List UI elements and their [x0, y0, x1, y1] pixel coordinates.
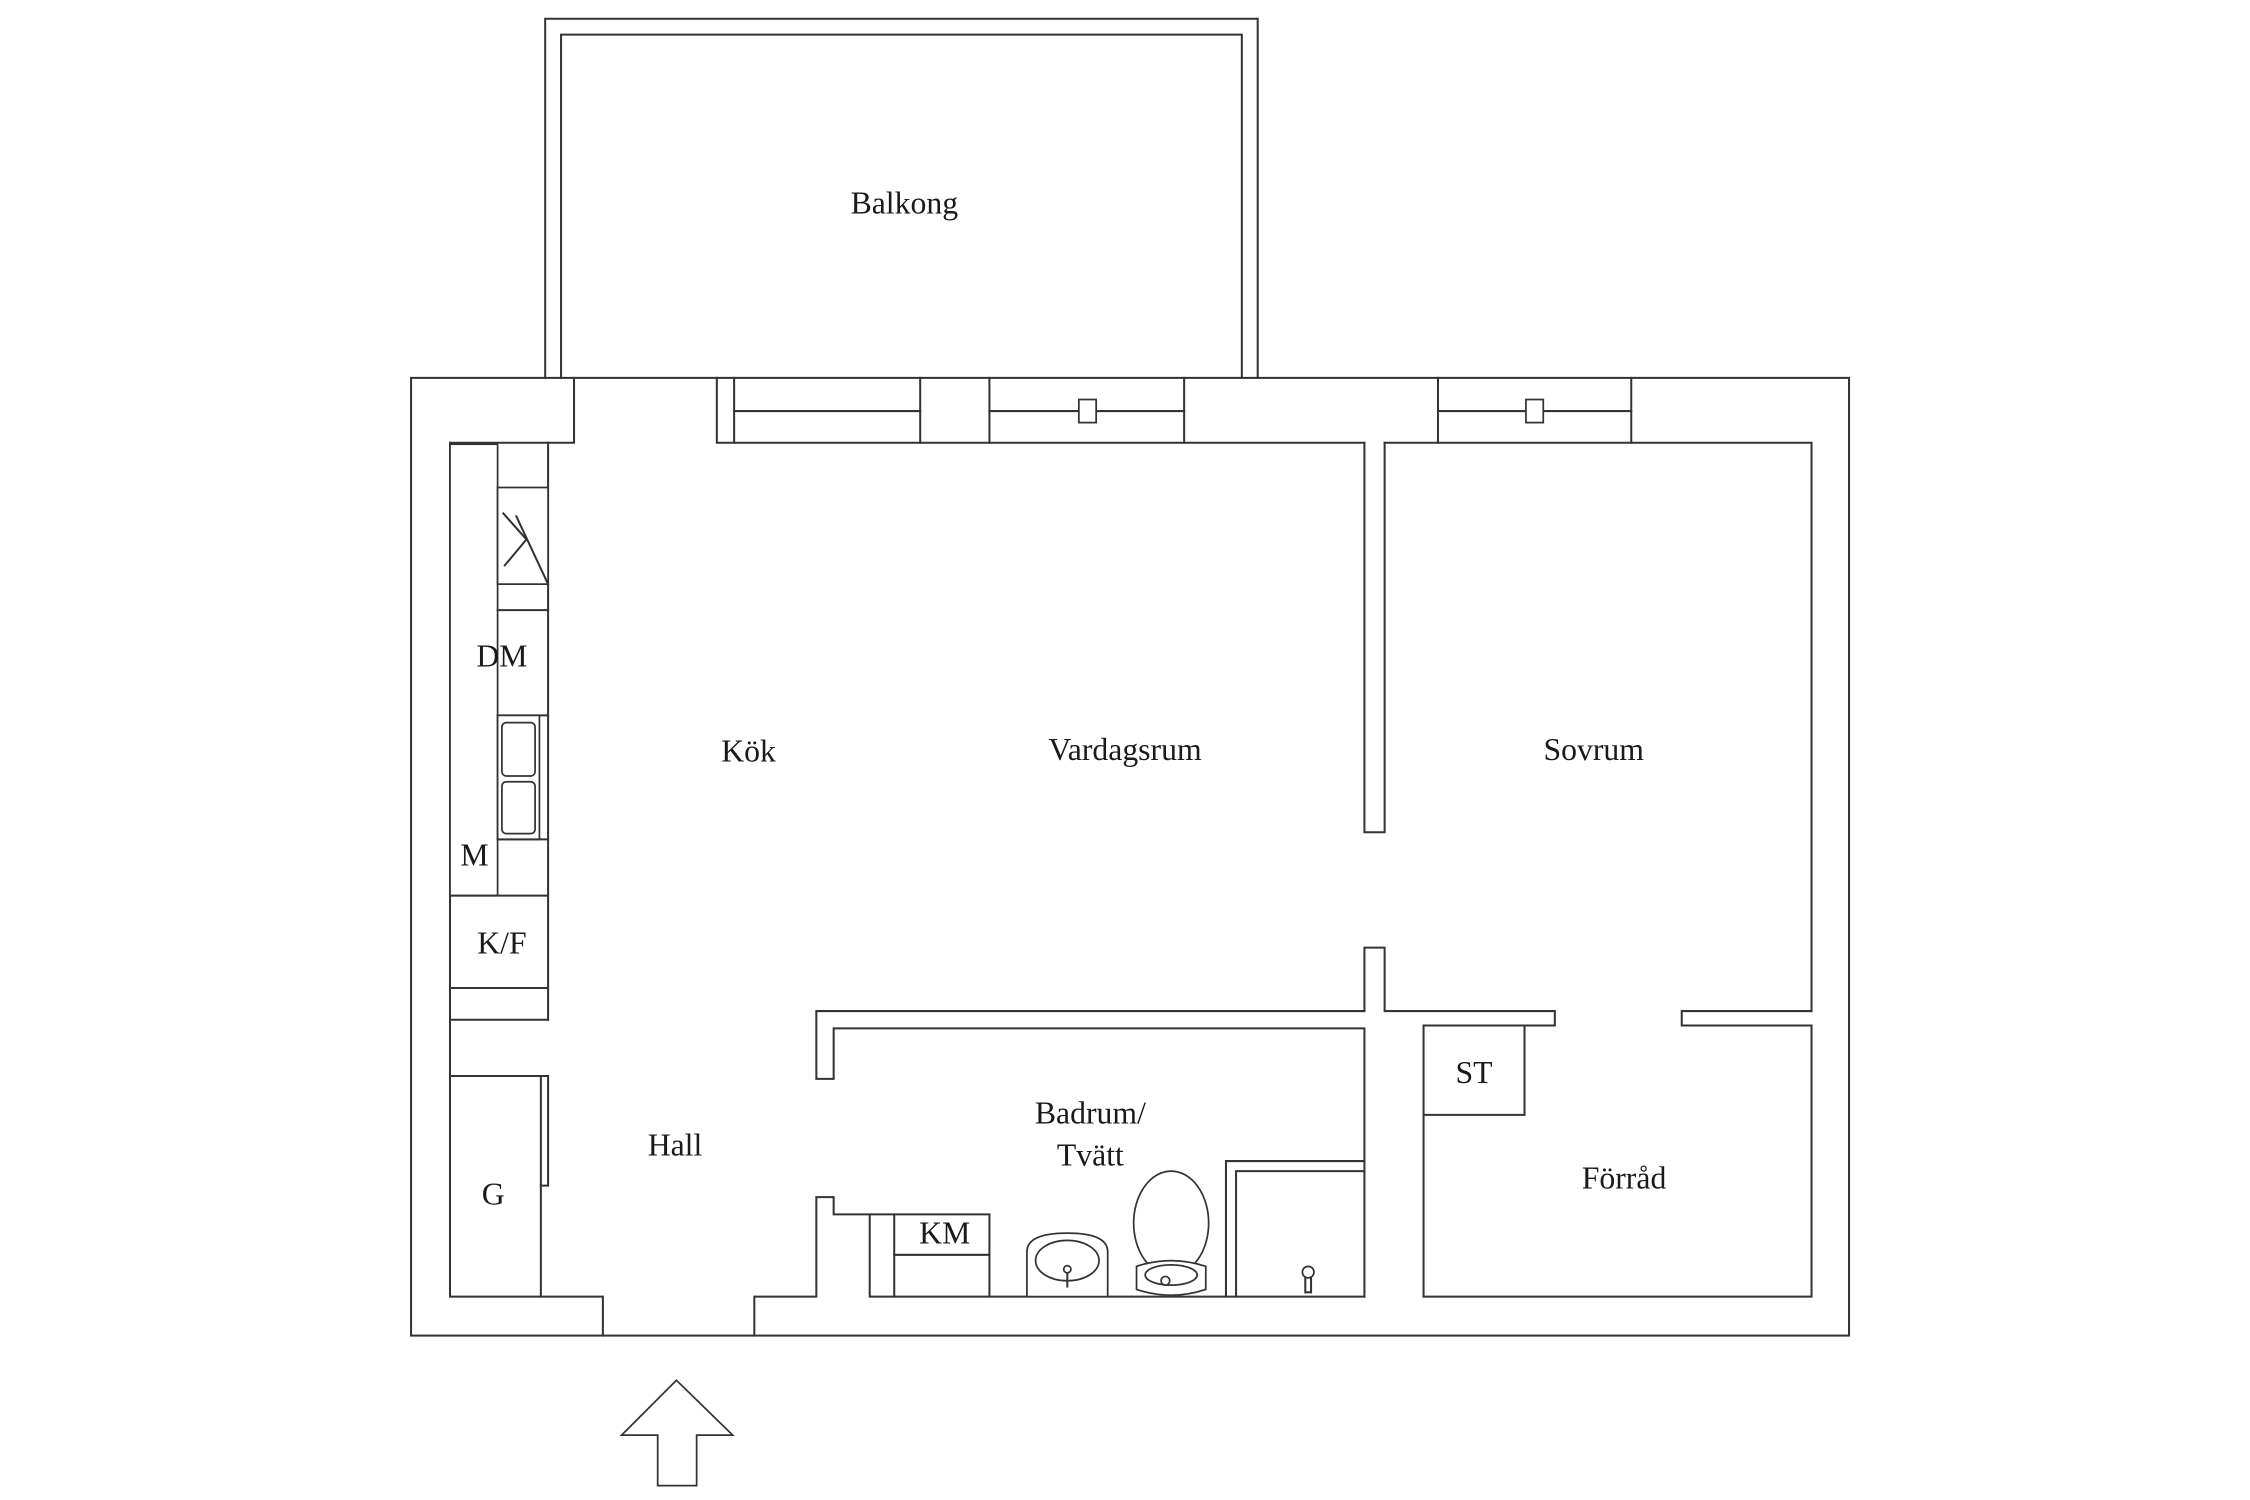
kitchen-counter	[449, 443, 499, 897]
wall-segment	[1630, 441, 1813, 1013]
top-left-wall-inner	[448, 376, 576, 444]
window-bedroom	[1436, 376, 1633, 444]
room-label-balkong: Balkong	[851, 186, 959, 221]
window-living-room	[988, 376, 1186, 444]
window-kitchen	[715, 376, 922, 444]
partition-lower	[1363, 946, 1556, 1298]
room-label-hall: Hall	[648, 1127, 703, 1162]
shower	[1224, 1160, 1366, 1298]
balcony	[544, 17, 1259, 379]
living-bottom-wall	[815, 1010, 1366, 1298]
balcony-inner-railing	[560, 33, 1243, 379]
shower-drain-icon	[1301, 1265, 1315, 1294]
toilet-icon	[1132, 1170, 1210, 1296]
washing-machine	[868, 1213, 991, 1298]
top-wall	[448, 376, 1813, 1013]
room-label-kok: Kök	[721, 734, 776, 769]
fixture-label-st: ST	[1456, 1055, 1493, 1090]
fixture-label-kf: K/F	[477, 925, 526, 960]
closet-g-door	[539, 1074, 550, 1187]
stove-icon	[496, 486, 550, 586]
fixture-label-g: G	[482, 1176, 505, 1211]
closet-st	[1422, 1024, 1526, 1116]
kitchen-sink-icon	[496, 714, 541, 841]
bathroom-wall	[753, 1196, 1366, 1337]
outer-wall	[410, 376, 1851, 1337]
balcony-outer-railing	[544, 17, 1259, 379]
bedroom-bottom-wall-right	[1422, 1010, 1813, 1298]
room-label-forrad: Förråd	[1582, 1161, 1667, 1196]
kitchen	[448, 441, 550, 1021]
fixture-label-dm: DM	[476, 638, 527, 673]
room-label-badrum: Badrum/	[1035, 1096, 1146, 1131]
room-label-vardagsrum: Vardagsrum	[1048, 732, 1202, 767]
fridge-outline	[448, 894, 550, 1021]
washbasin-icon	[1026, 1232, 1109, 1298]
room-label-tvatt: Tvätt	[1057, 1137, 1124, 1172]
fixture-label-km: KM	[919, 1215, 970, 1250]
partition-upper	[1363, 441, 1386, 834]
room-label-sovrum: Sovrum	[1544, 732, 1645, 767]
entrance-arrow-icon	[619, 1379, 735, 1487]
fixture-label-m: M	[460, 837, 488, 872]
